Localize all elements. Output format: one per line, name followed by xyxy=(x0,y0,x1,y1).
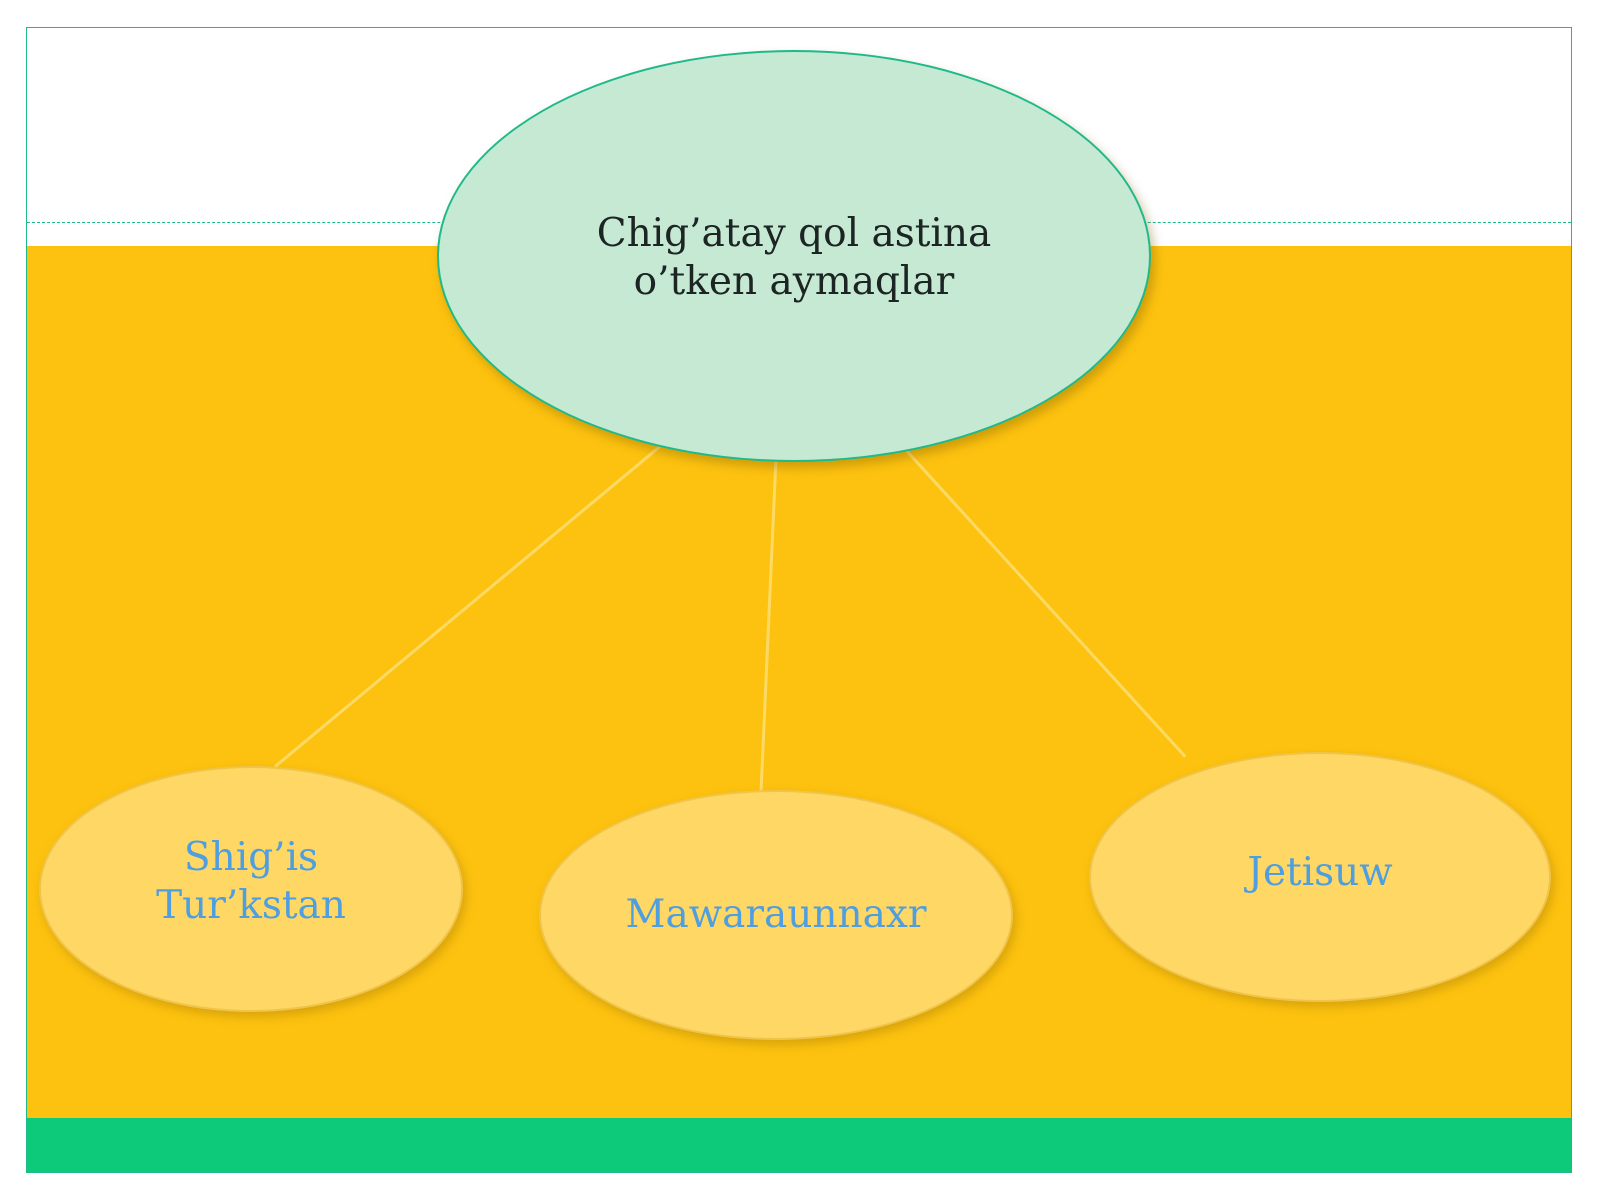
child-node-shigis-turkstan: Shig’is Tur’kstan xyxy=(39,766,463,1012)
connector-root-left xyxy=(273,440,668,768)
connector-root-mid xyxy=(759,457,778,791)
child-node-label: Jetisuw xyxy=(1247,850,1393,895)
slide: Chig’atay qol astina o’tken aymaqlar Shi… xyxy=(26,27,1572,1173)
connector-root-right xyxy=(896,440,1187,758)
green-footer-band xyxy=(27,1118,1571,1172)
root-node: Chig’atay qol astina o’tken aymaqlar xyxy=(437,50,1151,462)
child-node-jetisuw: Jetisuw xyxy=(1089,752,1551,1002)
child-node-label: Shig’is Tur’kstan xyxy=(156,835,346,928)
connector-lines xyxy=(273,440,1187,791)
child-node-label: Mawaraunnaxr xyxy=(625,892,927,937)
child-node-mawaraunnaxr: Mawaraunnaxr xyxy=(539,790,1013,1040)
root-node-label: Chig’atay qol astina o’tken aymaqlar xyxy=(596,211,992,304)
